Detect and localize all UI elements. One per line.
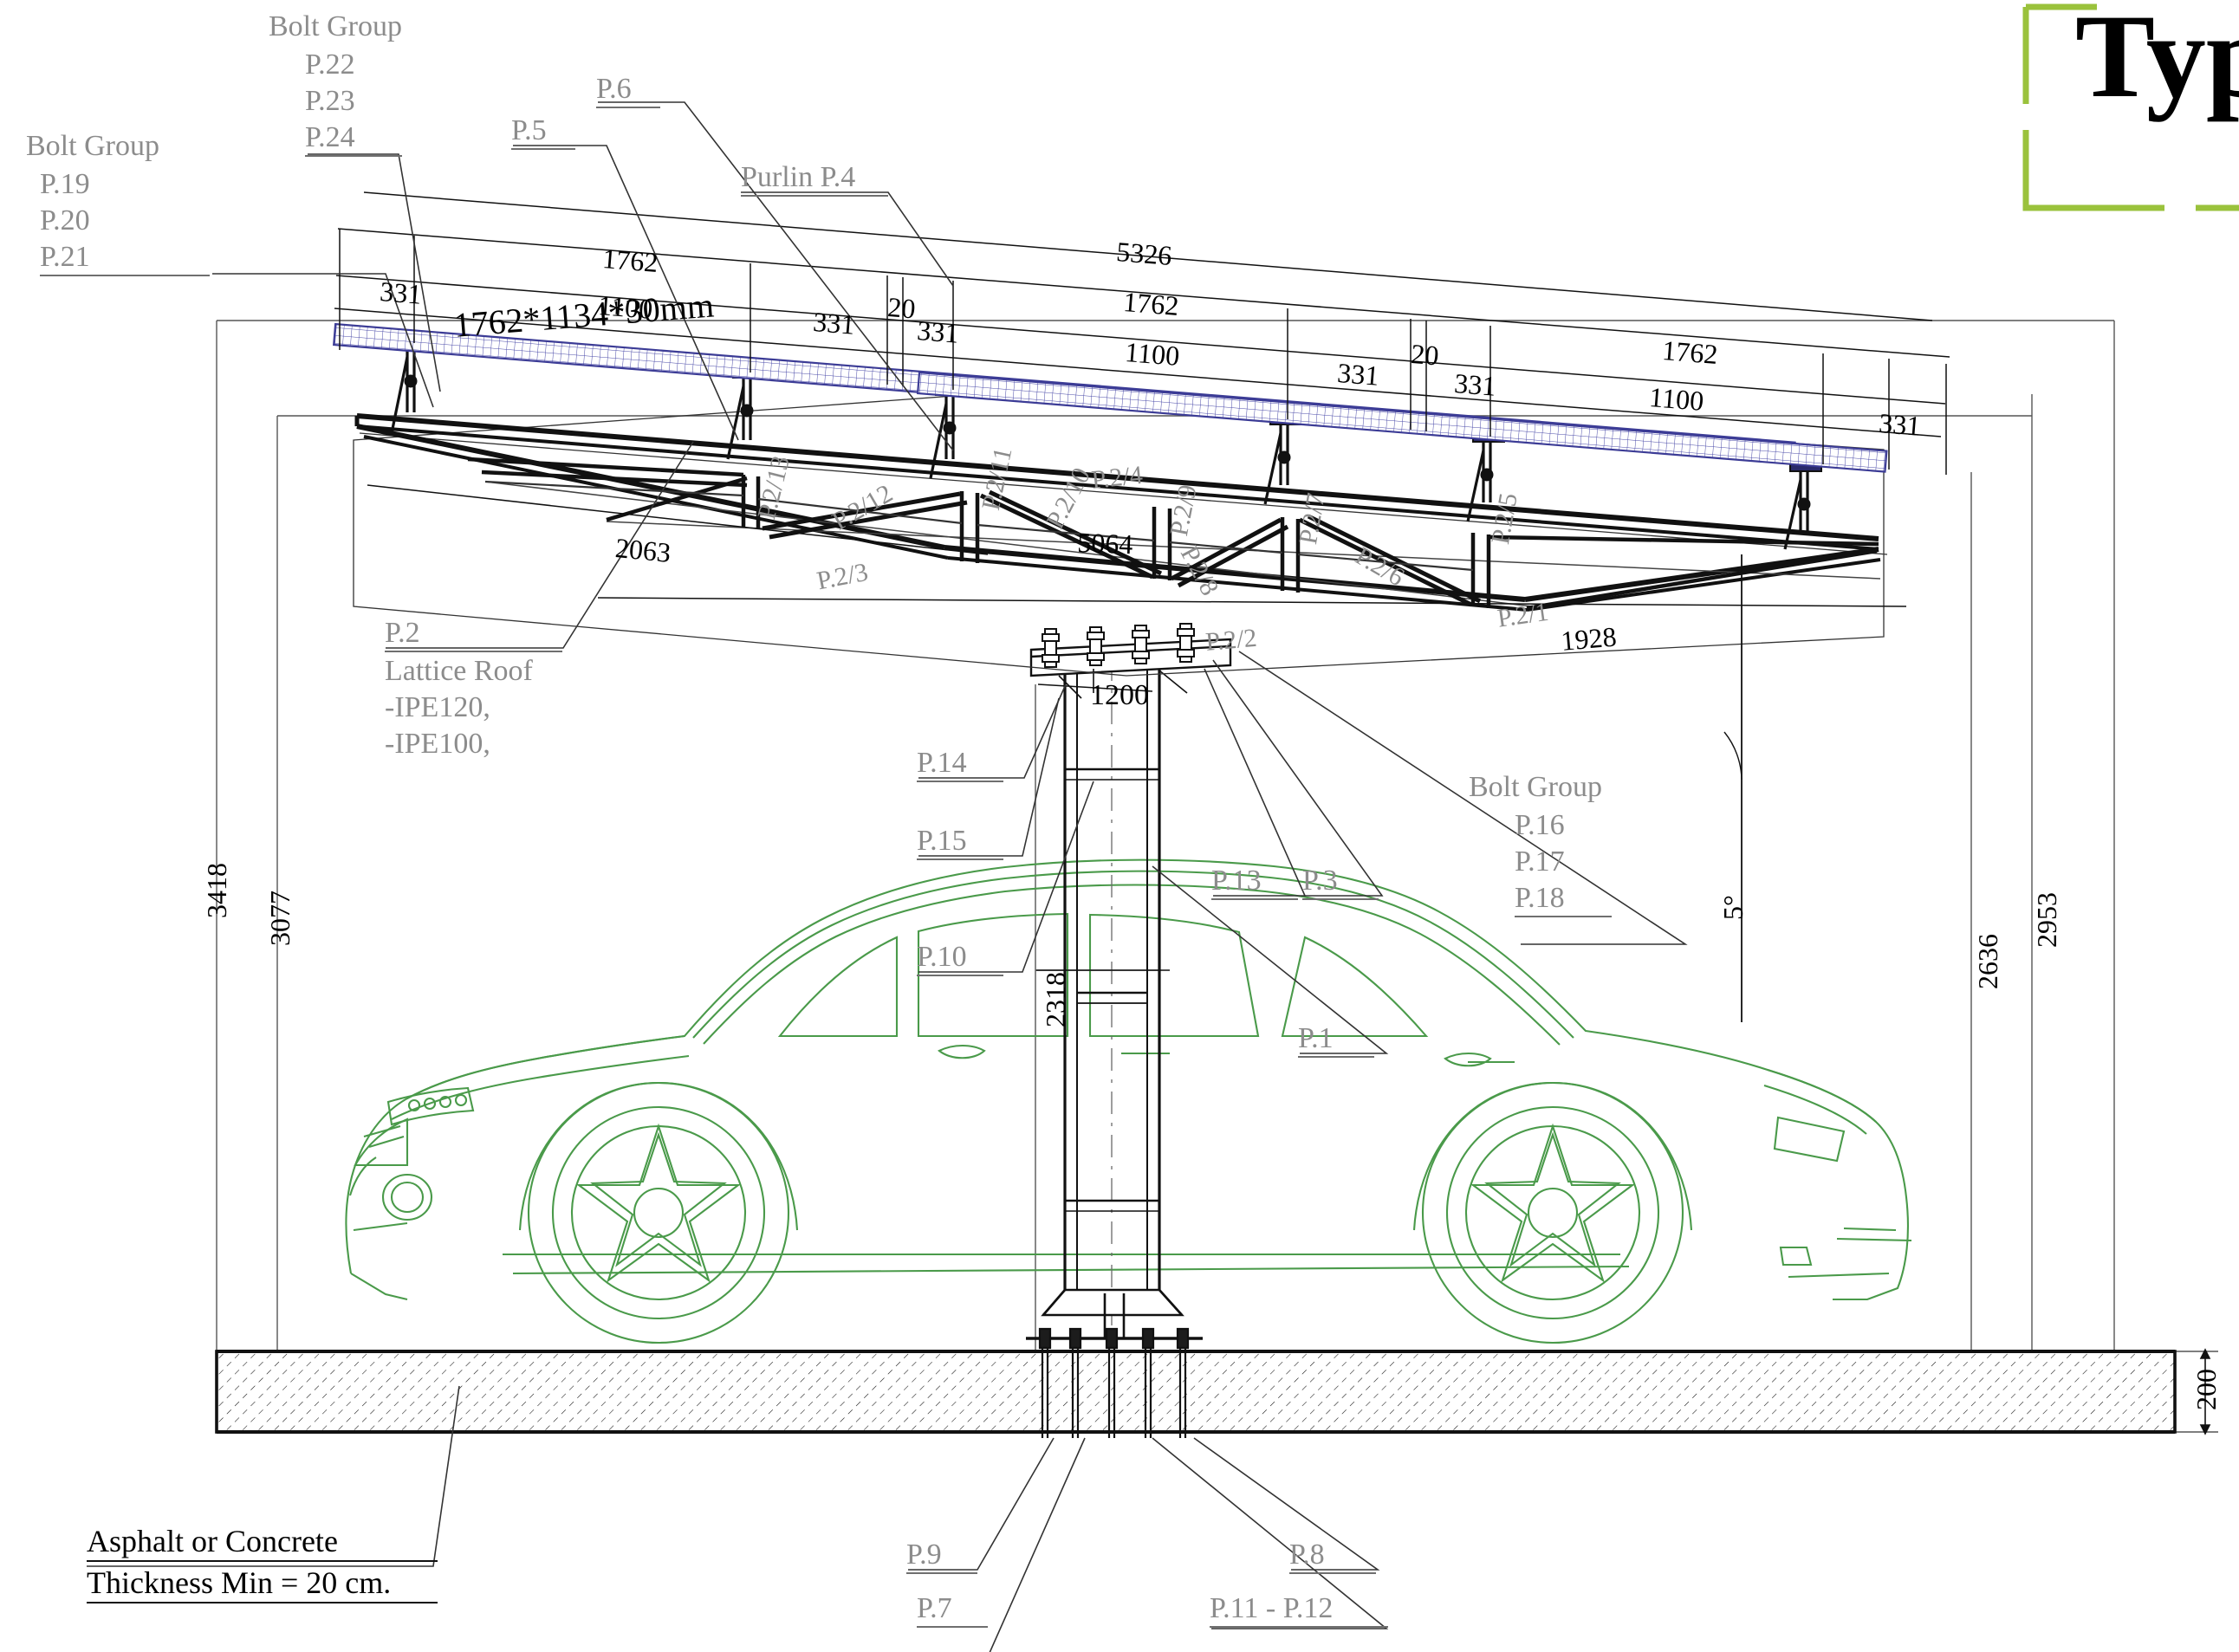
callout-p14: P.14 <box>917 747 1003 782</box>
ground-note-line1: Asphalt or Concrete <box>87 1523 438 1562</box>
callout-p2-desc-line3: -IPE100, <box>385 728 490 760</box>
callout-p7: P.7 <box>917 1592 988 1628</box>
callout-p15: P.15 <box>917 825 1003 860</box>
bolt-group-left-item-1: P.20 <box>40 204 90 236</box>
tilt-angle-marker <box>1723 554 1743 1022</box>
callout-p5: P.5 <box>511 114 575 150</box>
top-dimension-lines <box>334 191 1950 475</box>
dim-vertical-3077: 3077 <box>264 891 295 946</box>
bolt-group-right-heading: Bolt Group <box>1469 771 1602 803</box>
dimension-value: 1100 <box>1124 336 1181 372</box>
dimension-value: 5326 <box>1115 236 1173 272</box>
dim-vertical-2636: 2636 <box>1972 934 2003 989</box>
pv-module-array <box>333 322 1888 473</box>
dimension-value: 331 <box>379 275 423 310</box>
callout-p1: P.1 <box>1298 1022 1374 1058</box>
extension-lines <box>216 320 2218 1433</box>
dim-overhang-2063: 2063 <box>613 532 672 568</box>
lower-dimension-lines <box>367 484 1907 971</box>
callout-p2-desc-line2: -IPE120, <box>385 691 490 723</box>
bolt-group-right-item-0: P.16 <box>1515 809 1565 841</box>
callout-p13: P.13 <box>1211 865 1298 900</box>
car-silhouette <box>345 858 1912 1344</box>
bolt-group-top-item-0: P.22 <box>305 49 355 81</box>
dimension-value: 20 <box>1410 338 1440 372</box>
truss-member-label: P.2/2 <box>1204 623 1258 657</box>
page-title: Typ <box>2075 0 2239 122</box>
leader-lines <box>87 101 1688 1652</box>
dim-right-1928: 1928 <box>1560 620 1618 657</box>
callout-p11-p12: P.11 - P.12 <box>1210 1592 1388 1628</box>
dim-column-top-1200: 1200 <box>1090 679 1149 711</box>
steel-column <box>1063 658 1161 1325</box>
dimension-value: 20 <box>886 291 917 325</box>
dim-vertical-200: 200 <box>2190 1369 2222 1410</box>
dim-vertical-2318: 2318 <box>1040 972 1071 1027</box>
bolt-group-left-item-2: P.21 <box>40 241 210 276</box>
column-base-plate <box>1026 1288 1203 1438</box>
bolt-group-right-item-2: P.18 <box>1515 882 1612 917</box>
ground-asphalt-layer <box>215 1350 2177 1434</box>
bolt-group-left-heading: Bolt Group <box>26 130 159 162</box>
dim-200-arrows <box>2199 1348 2211 1435</box>
bolt-group-left-item-0: P.19 <box>40 168 90 200</box>
dimension-value: 1762 <box>1661 334 1719 371</box>
dimension-value: 1762 <box>1122 286 1180 322</box>
dim-vertical-3418: 3418 <box>201 863 232 918</box>
dimension-value: 1762 <box>601 243 659 279</box>
dim-vertical-2953: 2953 <box>2031 892 2062 948</box>
dim-span-5064: 5064 <box>1076 527 1133 560</box>
lattice-truss <box>353 389 1888 677</box>
callout-p6: P.6 <box>596 73 660 108</box>
bolt-group-top-item-2: P.24 <box>305 121 402 157</box>
bolt-group-right-item-1: P.17 <box>1515 845 1565 878</box>
callout-purlin-p4: Purlin P.4 <box>741 161 888 197</box>
ground-note-line2: Thickness Min = 20 cm. <box>87 1565 438 1603</box>
bolt-group-top-heading: Bolt Group <box>269 10 402 42</box>
dimension-value: 331 <box>916 314 960 349</box>
callout-p2-desc-line1: Lattice Roof <box>385 655 533 687</box>
dimension-value: 331 <box>1453 367 1497 402</box>
dimension-value: 331 <box>1878 407 1922 442</box>
callout-p9: P.9 <box>906 1539 977 1574</box>
callout-p10: P.10 <box>917 941 1003 976</box>
dim-tilt-angle: 5° <box>1717 895 1749 920</box>
dimension-value: 331 <box>812 306 856 340</box>
dimension-value: 1100 <box>1648 381 1705 417</box>
column-head-connection <box>1029 623 1232 699</box>
callout-p2: P.2 <box>385 617 562 652</box>
dimension-value: 331 <box>1336 357 1380 392</box>
bolt-group-top-item-1: P.23 <box>305 85 355 117</box>
truss-member-label: P.2/4 <box>1090 460 1145 495</box>
callout-p3: P.3 <box>1302 865 1379 900</box>
callout-p8: P.8 <box>1289 1539 1376 1574</box>
